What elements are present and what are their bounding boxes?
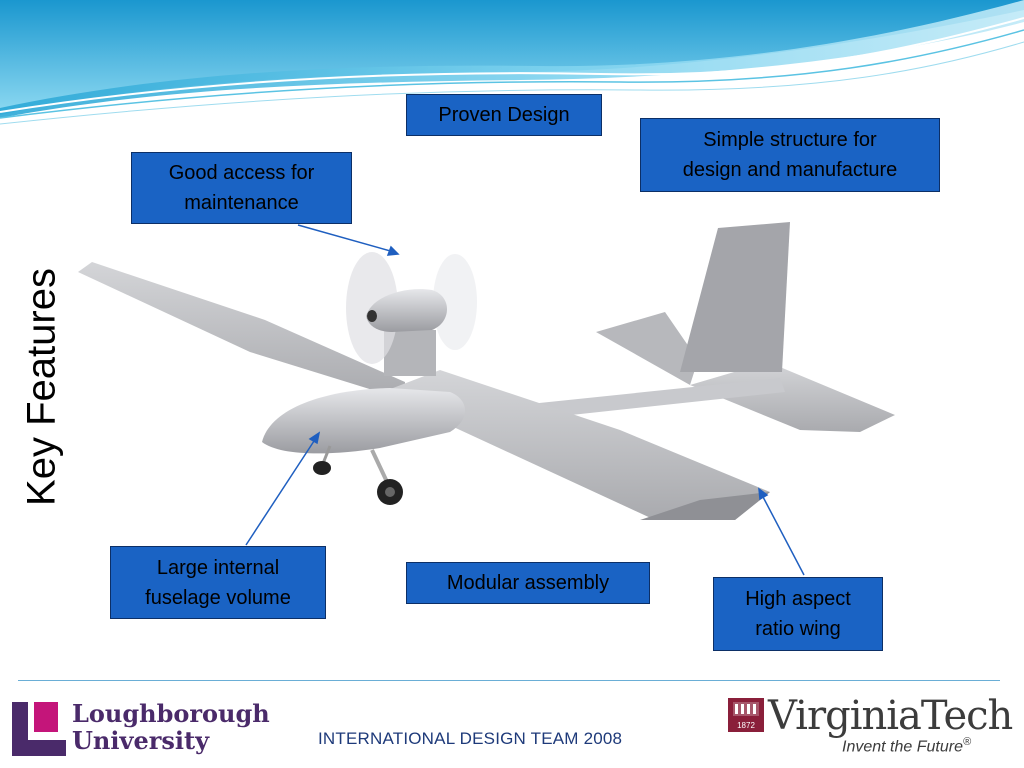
virginia-tech-wordmark: VirginiaTech <box>768 693 1013 739</box>
callout-simple-structure: Simple structure for design and manufact… <box>640 118 940 192</box>
uav-aircraft-illustration <box>78 222 895 576</box>
wave-header-graphic <box>0 0 1024 125</box>
callout-modular-assembly: Modular assembly <box>406 562 650 604</box>
callout-proven-design: Proven Design <box>406 94 602 136</box>
loughborough-logo-icon <box>12 702 66 756</box>
loughborough-wordmark: Loughborough University <box>72 699 270 755</box>
svg-text:1872: 1872 <box>737 721 755 730</box>
footer-divider <box>18 680 1000 681</box>
slide-title: Key Features <box>2 260 82 515</box>
callout-maintenance-access: Good access for maintenance <box>131 152 352 224</box>
callout-fuselage-volume: Large internal fuselage volume <box>110 546 326 619</box>
footer-caption: INTERNATIONAL DESIGN TEAM 2008 <box>318 729 623 748</box>
virginia-tech-tagline: Invent the Future® <box>842 736 972 756</box>
slide-title-text: Key Features <box>19 268 64 506</box>
callout-high-aspect-wing: High aspect ratio wing <box>713 577 883 651</box>
virginia-tech-logo-icon: 1872 <box>728 698 764 732</box>
